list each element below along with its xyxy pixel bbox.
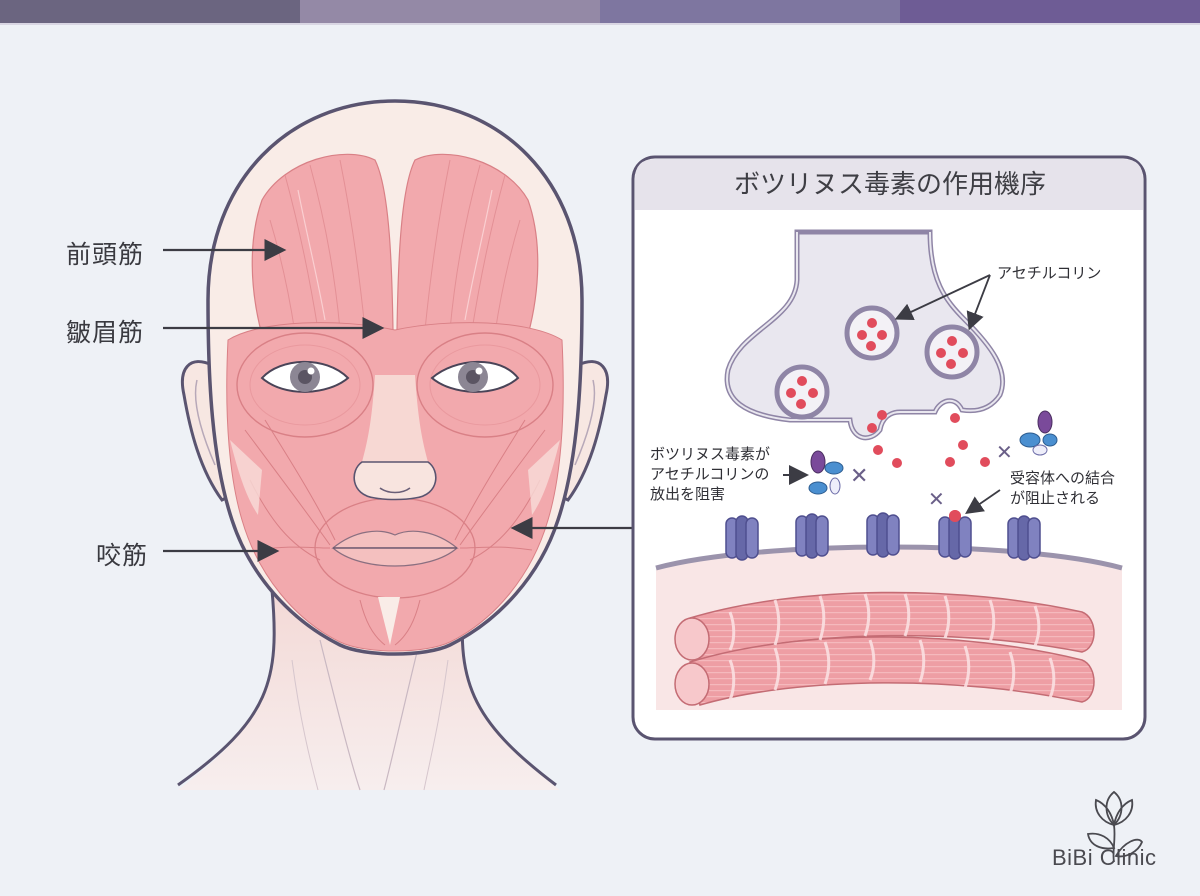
receptor-note-line-2: が阻止される (1010, 489, 1101, 507)
left-eye (260, 360, 350, 393)
mechanism-inset: ✕ ✕ ✕ (631, 155, 1147, 741)
header-color-bar (0, 0, 1200, 23)
block-x-icon: ✕ (850, 464, 868, 489)
acetylcholine-label: アセチルコリン (997, 264, 1102, 282)
label-arrows (163, 239, 636, 562)
right-eye (430, 360, 520, 393)
vesicle (844, 305, 900, 361)
header-segment-2 (300, 0, 600, 23)
toxin-note: ボツリヌス毒素が アセチルコリンの 放出を阻害 (650, 444, 770, 504)
receptor (725, 512, 1041, 561)
vesicle (774, 364, 830, 420)
botulinum-toxin-molecule (1019, 410, 1058, 456)
nose (353, 375, 437, 501)
toxin-note-line-2: アセチルコリンの (650, 465, 770, 483)
block-x-icon: ✕ (928, 487, 945, 511)
brand-name: BiBi Clinic (1052, 845, 1157, 870)
label-frontalis: 前頭筋 (66, 240, 145, 269)
label-masseter: 咬筋 (96, 541, 149, 570)
header-segment-3 (600, 0, 900, 23)
muscle-fiber (674, 636, 1095, 706)
frontalis-muscle (251, 153, 539, 342)
receptor-note: 受容体への結合 が阻止される (1010, 468, 1115, 508)
label-corrugator: 皺眉筋 (66, 318, 145, 347)
vesicle (924, 324, 980, 380)
receptor-note-line-1: 受容体への結合 (1010, 469, 1116, 487)
lotus-icon (1086, 790, 1144, 863)
header-segment-4 (900, 0, 1200, 23)
toxin-note-line-3: 放出を阻害 (650, 485, 726, 503)
toxin-note-line-1: ボツリヌス毒素が (650, 445, 771, 463)
inset-title: ボツリヌス毒素の作用機序 (733, 170, 1046, 200)
header-divider (0, 23, 1200, 25)
mouth (331, 530, 459, 567)
block-x-icon: ✕ (996, 440, 1013, 464)
header-segment-1 (0, 0, 300, 23)
neck (177, 589, 560, 791)
botulinum-toxin-molecule (808, 450, 844, 495)
